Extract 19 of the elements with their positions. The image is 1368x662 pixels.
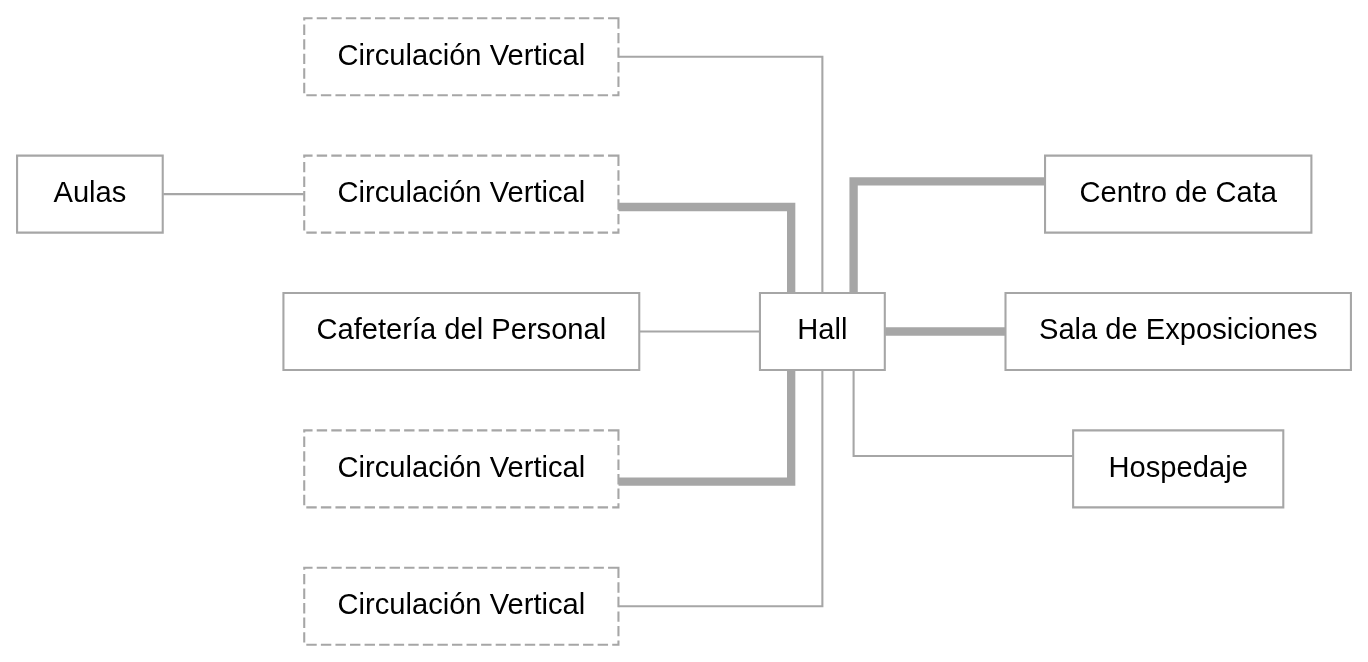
connector: [618, 202, 796, 293]
connector: [849, 176, 1045, 293]
connector: [163, 192, 304, 195]
node-box: Centro de Cata: [1044, 154, 1313, 234]
node-box: Hall: [758, 291, 886, 371]
node-box: Circulación Vertical: [303, 566, 620, 646]
node-box: Sala de Exposiciones: [1004, 291, 1352, 371]
node-box: Aulas: [16, 154, 164, 234]
node-box: Circulación Vertical: [303, 16, 620, 96]
connector: [885, 326, 1006, 336]
connector: [618, 369, 796, 486]
node-box: Circulación Vertical: [303, 428, 620, 508]
node-box: Hospedaje: [1072, 428, 1285, 508]
connector: [618, 369, 824, 607]
connector: [618, 55, 824, 293]
node-box: Circulación Vertical: [303, 154, 620, 234]
connector: [639, 329, 760, 333]
connector: [852, 369, 1073, 457]
node-box: Cafetería del Personal: [282, 291, 641, 371]
